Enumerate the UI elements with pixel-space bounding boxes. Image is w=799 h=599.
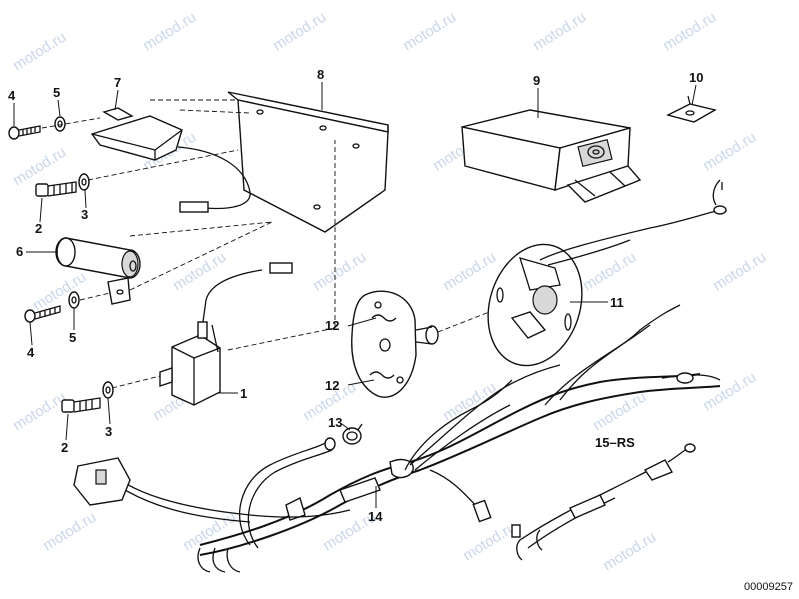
washer-lower-2 xyxy=(102,381,114,399)
callout-4-top: 4 xyxy=(8,88,16,103)
callout-5-top: 5 xyxy=(53,85,61,100)
screw-top xyxy=(8,125,41,140)
resistor-unit xyxy=(90,107,251,213)
rs-harness xyxy=(511,443,696,561)
mounting-bracket xyxy=(227,91,389,233)
ignition-coil xyxy=(159,262,293,406)
cable-clamp xyxy=(342,423,363,445)
wiring-harness xyxy=(73,304,721,573)
washer-lower xyxy=(68,291,80,309)
callout-2-upper: 2 xyxy=(35,221,43,236)
callout-13: 13 xyxy=(328,415,343,430)
clip xyxy=(666,95,717,123)
washer-upper xyxy=(78,173,90,191)
bolt-lower xyxy=(61,397,101,413)
bolt-upper xyxy=(35,181,77,197)
control-unit xyxy=(461,109,642,203)
callout-15-rs: 15–RS xyxy=(595,435,635,450)
condenser xyxy=(55,237,141,305)
callout-5-lower: 5 xyxy=(69,330,77,345)
callout-8: 8 xyxy=(317,67,325,82)
callout-11: 11 xyxy=(610,295,624,310)
callout-4-lower: 4 xyxy=(27,345,35,360)
washer-top xyxy=(54,116,66,132)
leader-lines xyxy=(13,82,697,508)
diagram-number: 00009257 xyxy=(744,581,793,593)
callout-10: 10 xyxy=(689,70,704,85)
callout-6: 6 xyxy=(16,244,24,259)
callout-3-lower: 3 xyxy=(105,424,113,439)
advance-unit xyxy=(351,290,439,398)
callout-1: 1 xyxy=(240,386,248,401)
callout-2-lower: 2 xyxy=(61,440,69,455)
callout-9: 9 xyxy=(533,73,541,88)
callout-12-lower: 12 xyxy=(325,378,340,393)
callout-12-upper: 12 xyxy=(325,318,340,333)
callout-3-upper: 3 xyxy=(81,207,89,222)
breaker-plate xyxy=(487,179,727,367)
callout-14: 14 xyxy=(368,509,383,524)
callout-7: 7 xyxy=(114,75,122,90)
screw-lower xyxy=(24,305,61,323)
